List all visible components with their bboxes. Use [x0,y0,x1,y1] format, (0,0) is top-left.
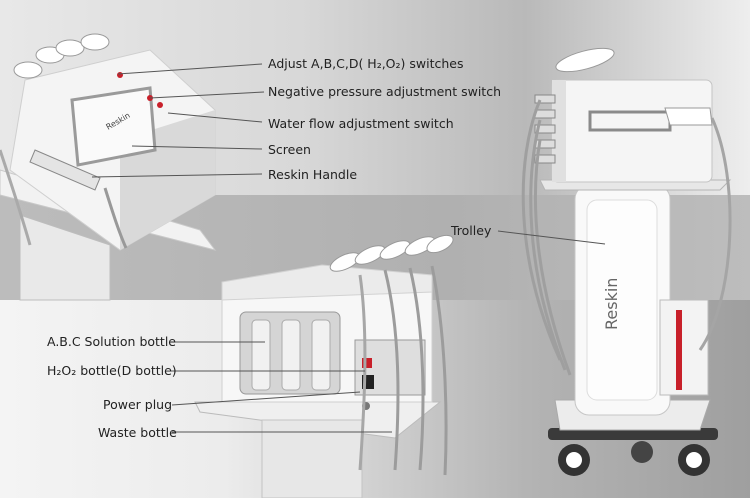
callout-lines [91,63,606,433]
top-device-screen: Reskin [70,86,157,167]
top-device-probes [13,33,110,79]
callout-trolley: Trolley [451,223,492,238]
bottom-device [194,234,454,498]
callout-power-plug: Power plug [103,397,173,412]
bottom-device-probes [329,234,454,272]
top-device: Reskin [0,33,217,301]
right-device: Reskin [521,47,732,476]
callout-water-flow-switch: Water flow adjustment switch [268,116,454,131]
callout-negative-pressure-switch: Negative pressure adjustment switch [268,84,502,99]
trolley-logo-text: Reskin [602,278,621,330]
callout-solution-bottle: A.B.C Solution bottle [47,334,176,349]
callout-abcd-switches: Adjust A,B,C,D( H₂,O₂) switches [268,56,464,71]
callout-screen: Screen [268,142,311,157]
callout-waste-bottle: Waste bottle [98,425,177,440]
callout-h2o2-bottle: H₂O₂ bottle(D bottle) [47,363,177,378]
callout-handle: Reskin Handle [268,167,358,182]
